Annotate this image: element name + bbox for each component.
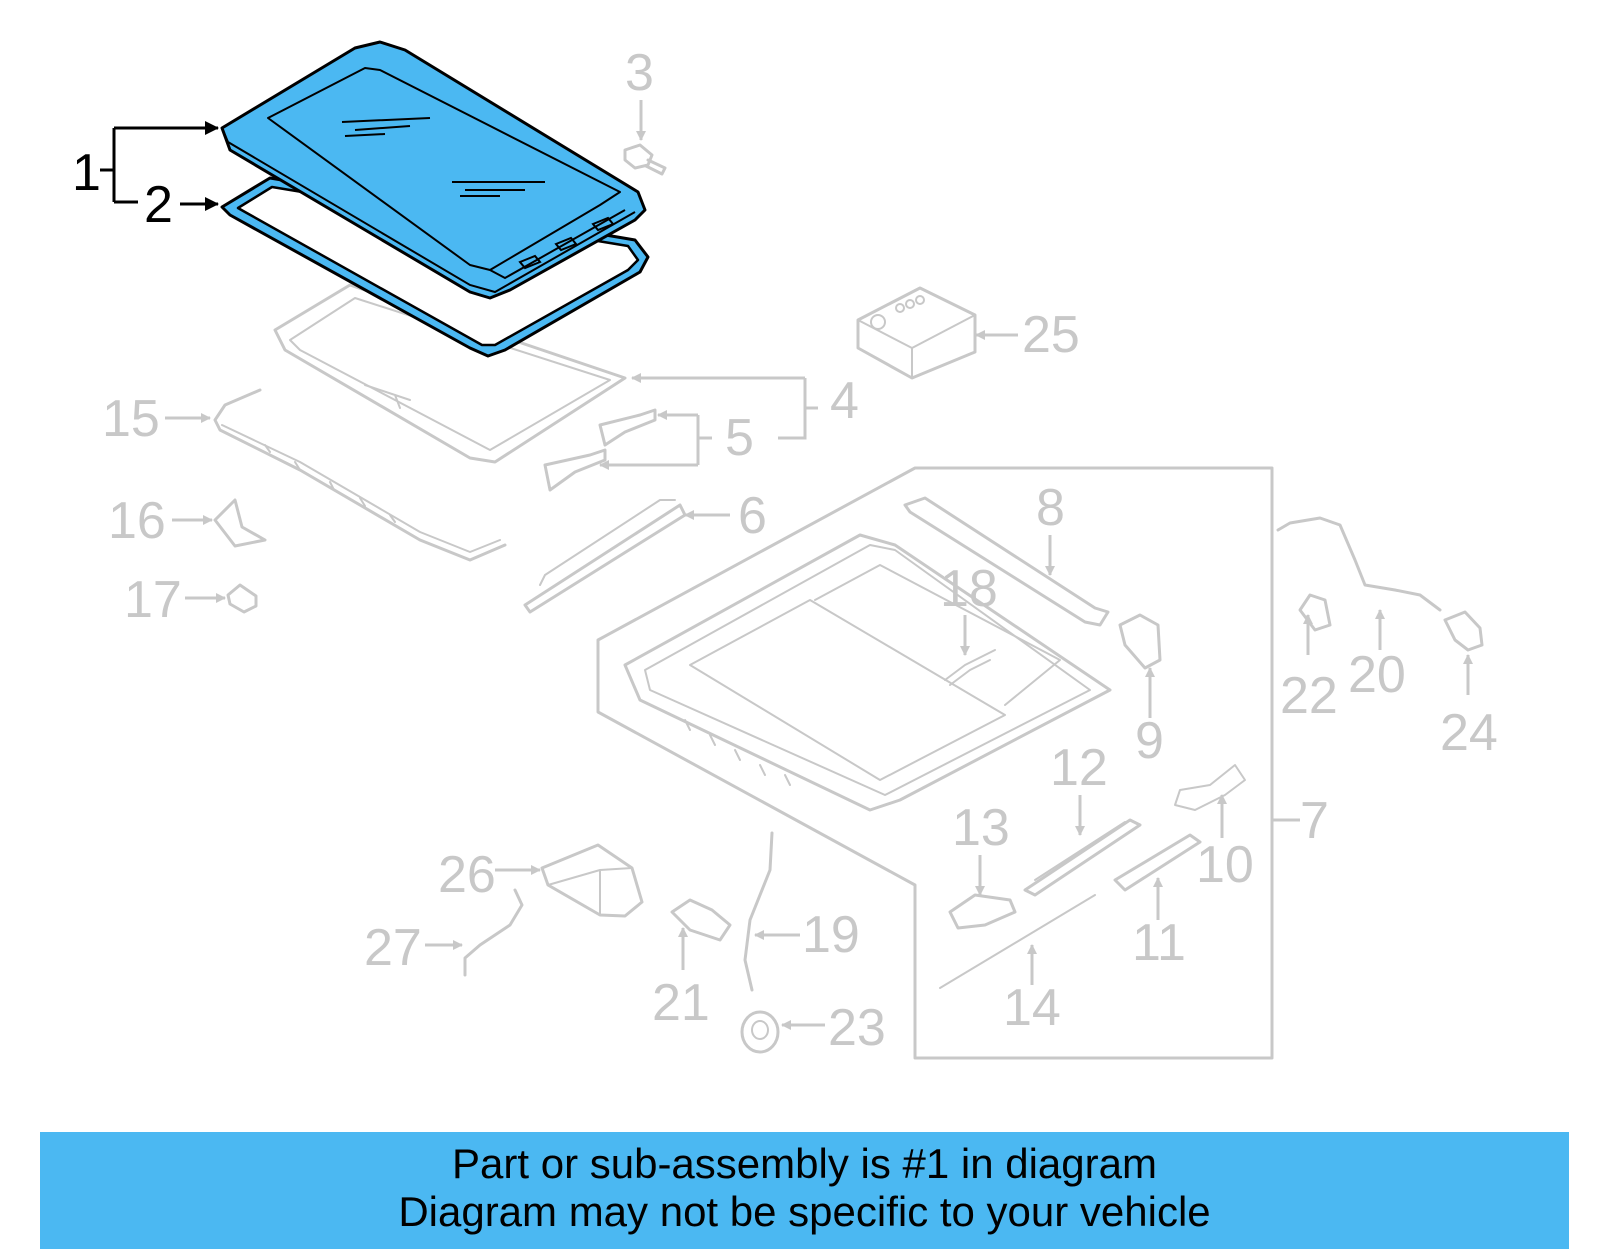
callout-19: 19 xyxy=(802,906,860,964)
part-18-harness xyxy=(944,649,996,686)
callout-12: 12 xyxy=(1050,739,1108,797)
callout-8: 8 xyxy=(1036,479,1065,537)
callout-25: 25 xyxy=(1022,306,1080,364)
callout-5: 5 xyxy=(725,409,754,467)
callout-24: 24 xyxy=(1440,704,1498,762)
part-15-deflector xyxy=(213,388,507,562)
part-25-module xyxy=(856,286,977,380)
part-23-grommet xyxy=(740,1010,780,1054)
callout-20: 20 xyxy=(1348,646,1406,704)
part-26-motor xyxy=(540,843,644,918)
part-21-clip xyxy=(670,898,732,942)
part-6-rail xyxy=(523,499,687,614)
part-24-grommet xyxy=(1443,610,1484,652)
callout-26: 26 xyxy=(438,846,496,904)
callout-4: 4 xyxy=(830,372,859,430)
callout-17: 17 xyxy=(124,571,182,629)
part-5-guides xyxy=(543,408,657,492)
callout-3: 3 xyxy=(625,44,654,102)
callout-labels: 1 2 3 4 5 6 7 8 9 10 11 12 13 14 15 16 1… xyxy=(72,44,1498,1057)
callout-2: 2 xyxy=(144,176,173,234)
part-17-block xyxy=(226,583,258,614)
callout-6: 6 xyxy=(738,487,767,545)
leader-lines xyxy=(100,100,1473,1030)
callout-14: 14 xyxy=(1003,979,1061,1037)
part-20-drain-hose xyxy=(1276,516,1442,612)
callout-18: 18 xyxy=(940,560,998,618)
callout-27: 27 xyxy=(364,919,422,977)
part-27-handle xyxy=(463,888,524,977)
callout-23: 23 xyxy=(828,999,886,1057)
callout-16: 16 xyxy=(108,492,166,550)
part-16-clip xyxy=(213,498,267,548)
part-13-motor xyxy=(948,893,1017,930)
callout-1: 1 xyxy=(72,144,101,202)
part-12-rail xyxy=(1023,818,1142,897)
callout-22: 22 xyxy=(1280,667,1338,725)
part-14-cable xyxy=(939,894,1096,989)
callout-11: 11 xyxy=(1132,914,1186,972)
callout-21: 21 xyxy=(652,974,710,1032)
banner-line-1: Part or sub-assembly is #1 in diagram xyxy=(452,1140,1157,1187)
info-banner: Part or sub-assembly is #1 in diagram Di… xyxy=(40,1132,1569,1249)
part-4-frame xyxy=(273,283,627,464)
part-8-bar xyxy=(903,496,1110,627)
callout-9: 9 xyxy=(1135,712,1164,770)
part-22-clip xyxy=(1298,593,1332,632)
callout-15: 15 xyxy=(102,390,160,448)
part-9-bracket xyxy=(1118,613,1162,670)
part-3-bolt xyxy=(623,143,667,176)
callout-13: 13 xyxy=(952,799,1010,857)
callout-7: 7 xyxy=(1300,792,1329,850)
part-10-link xyxy=(1174,764,1246,811)
callout-10: 10 xyxy=(1196,836,1254,894)
part-7-housing xyxy=(596,466,1274,1060)
part-11-slider xyxy=(1113,833,1202,892)
part-1-glass-panel xyxy=(220,40,647,300)
banner-line-2: Diagram may not be specific to your vehi… xyxy=(398,1188,1211,1235)
part-19-drain-hose xyxy=(743,831,774,992)
